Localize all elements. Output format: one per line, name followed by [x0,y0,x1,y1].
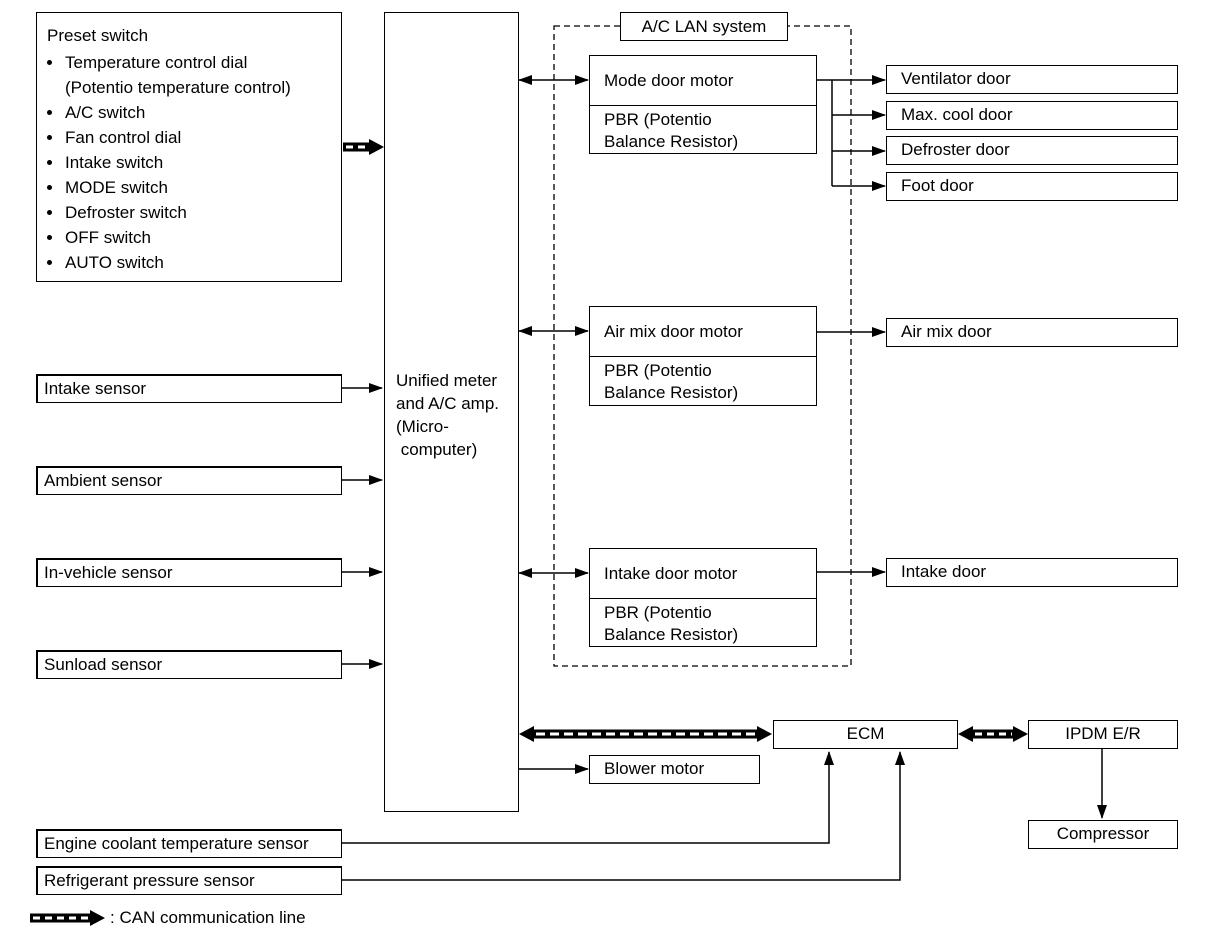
amp-label-line: (Micro- [396,417,449,436]
list-item: OFF switch [41,225,291,250]
foot-door-box: Foot door [886,172,1178,201]
mode-door-pbr-label: PBR (Potentio Balance Resistor) [604,110,739,151]
engine-coolant-sensor-box: Engine coolant temperature sensor [36,829,342,858]
list-item: AUTO switch [41,250,291,275]
preset-switch-title: Preset switch [47,26,149,45]
preset-switch-box: Preset switch Temperature control dial (… [36,12,342,282]
wire-refrigerant-ecm [342,751,905,881]
list-item: Temperature control dial [41,50,291,75]
legend-can-symbol [30,910,105,926]
can-amp-ecm [519,726,772,742]
wire-coolant-ecm [342,751,834,844]
list-item: (Potentio temperature control) [65,78,291,97]
blower-motor-box: Blower motor [589,755,760,784]
intake-sensor-box: Intake sensor [36,374,342,403]
intake-door-motor-box: Intake door motor PBR (Potentio Balance … [589,548,817,647]
unified-meter-amp-box: Unified meter and A/C amp. (Micro- compu… [384,12,519,812]
air-mix-door-box: Air mix door [886,318,1178,347]
list-item: MODE switch [41,175,291,200]
lan-system-title: A/C LAN system [620,12,788,41]
refrigerant-sensor-box: Refrigerant pressure sensor [36,866,342,895]
lan-boundary [553,25,852,667]
air-mix-door-motor-box: Air mix door motor PBR (Potentio Balance… [589,306,817,406]
amp-label-line: computer) [396,440,478,459]
list-item: A/C switch [41,100,291,125]
max-cool-door-box: Max. cool door [886,101,1178,130]
mode-door-motor-box: Mode door motor PBR (Potentio Balance Re… [589,55,817,154]
air-mix-door-motor-label: Air mix door motor [590,307,816,357]
ambient-sensor-box: Ambient sensor [36,466,342,495]
list-item: Intake switch [41,150,291,175]
defroster-door-box: Defroster door [886,136,1178,165]
intake-door-pbr-label: PBR (Potentio Balance Resistor) [604,603,739,644]
list-item: Fan control dial [41,125,291,150]
in-vehicle-sensor-box: In-vehicle sensor [36,558,342,587]
legend-can-label: : CAN communication line [110,908,306,927]
mode-door-motor-label: Mode door motor [590,56,816,106]
amp-label-line: Unified meter [396,371,498,390]
can-ecm-ipdm [958,726,1028,742]
can-preset-amp [343,139,384,155]
ipdm-er-box: IPDM E/R [1028,720,1178,749]
air-mix-door-pbr-label: PBR (Potentio Balance Resistor) [604,361,739,402]
ecm-box: ECM [773,720,958,749]
compressor-box: Compressor [1028,820,1178,849]
preset-switch-list: Temperature control dial (Potentio tempe… [41,50,291,275]
list-item: Defroster switch [41,200,291,225]
amp-label-line: and A/C amp. [396,394,500,413]
sunload-sensor-box: Sunload sensor [36,650,342,679]
intake-door-motor-label: Intake door motor [590,549,816,599]
intake-door-box: Intake door [886,558,1178,587]
ventilator-door-box: Ventilator door [886,65,1178,94]
